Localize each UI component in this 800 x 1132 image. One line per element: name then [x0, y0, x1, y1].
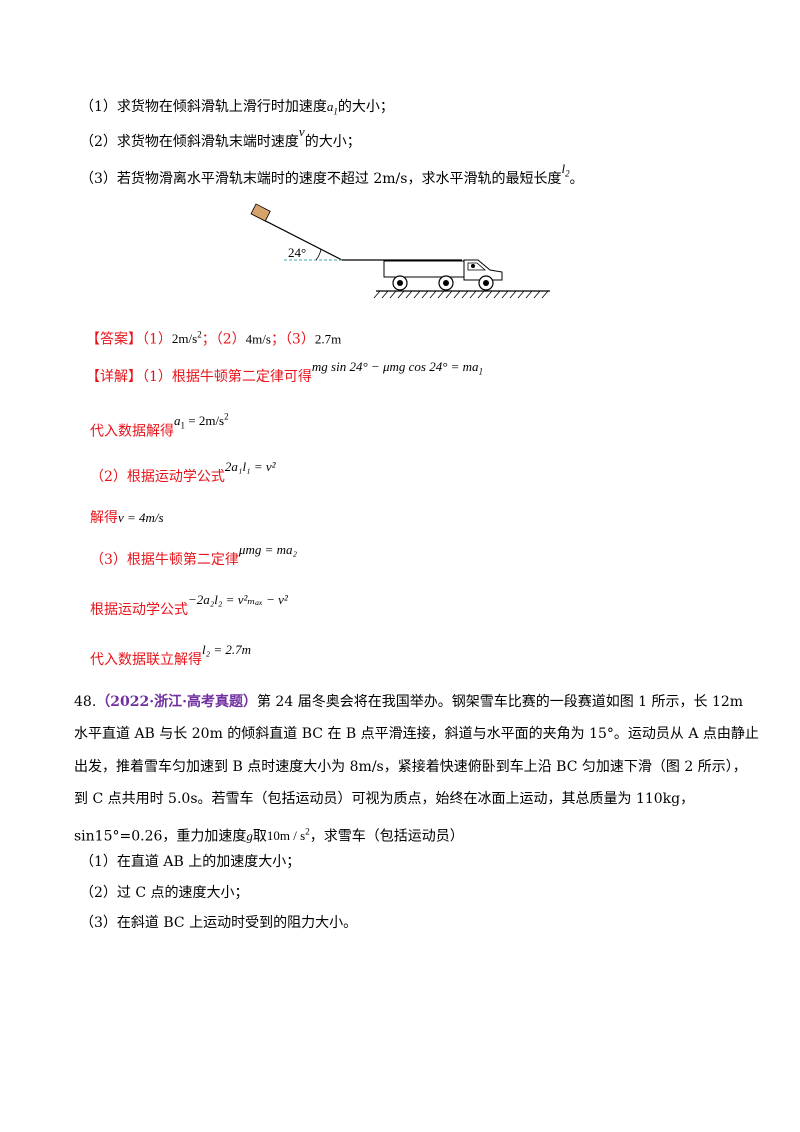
answer-line: 【答案】（1）2m/s2；（2）4m/s；（3）2.7m: [86, 325, 341, 349]
gravity-value: 10m / s2: [266, 827, 310, 844]
question-48-part-3: （3）在斜道 BC 上运动时受到的阻力大小。: [80, 915, 358, 931]
question-part-1: （1）求货物在倾斜滑轨上滑行时加速度a1的大小；: [80, 97, 394, 122]
question-48-text-5: sin15°=0.26，重力加速度: [74, 828, 247, 845]
answer-3-number: （3）: [284, 331, 315, 348]
detail-step-7-text: 代入数据联立解得: [90, 652, 202, 668]
question-48-line-2: 水平直道 AB 与长 20m 的倾斜直道 BC 在 B 点平滑连接，斜道与水平面…: [74, 726, 759, 742]
question-48-line-1: 48.（2022·浙江·高考真题）第 24 届冬奥会将在我国举办。钢架雪车比赛的…: [74, 692, 743, 712]
angle-arc: [315, 248, 322, 261]
detail-step-4: 解得v = 4m/s: [90, 508, 164, 528]
incline-rail: [251, 213, 343, 261]
equation-l2-result: l₂ = 2.7m: [202, 642, 252, 657]
detail-step-1: 【详解】（1）根据牛顿第二定律可得mg sin 24° − μmg cos 24…: [86, 359, 483, 392]
ground-hatching: [373, 290, 549, 299]
answer-2-number: （2）: [215, 331, 246, 348]
answer-separator: ；: [201, 331, 216, 348]
equation-v-result: v = 4m/s: [118, 510, 164, 525]
question-part-2-suffix: 的大小；: [304, 134, 361, 150]
truck-wheels: [392, 275, 494, 291]
answer-label: 【答案】: [86, 331, 142, 348]
answer-1-value: 2m/s2: [171, 330, 202, 347]
angle-label: 24°: [288, 245, 306, 260]
answer-separator: ；: [270, 331, 285, 348]
answer-3-value: 2.7m: [314, 331, 342, 347]
question-part-3: （3）若货物滑离水平滑轨末端时的速度不超过 2m/s，求水平滑轨的最短长度l2。: [80, 161, 584, 194]
question-48-line-4: 到 C 点共用时 5.0s。若雪车（包括运动员）可视为质点，始终在冰面上运动，其…: [74, 791, 695, 807]
equation-a1-result: a1 = 2m/s2: [174, 412, 229, 431]
detail-step-3: （2）根据运动学公式2a₁l₁ = v²: [90, 459, 276, 487]
truck-bed: [383, 260, 465, 278]
equation-kinematics-1: 2a₁l₁ = v²: [224, 459, 276, 474]
detail-step-6: 根据运动学公式−2a₂l₂ = v²ₘₐₓ − v²: [90, 592, 288, 620]
question-number: 48.: [74, 694, 97, 710]
equation-newton-1: mg sin 24° − μmg cos 24° = ma1: [311, 359, 484, 377]
detail-step-5-text: （3）根据牛顿第二定律: [90, 552, 239, 568]
question-part-2: （2）求货物在倾斜滑轨末端时速度v的大小；: [80, 124, 361, 152]
question-48-part-1: （1）在直道 AB 上的加速度大小；: [80, 854, 301, 870]
detail-step-4-text: 解得: [90, 510, 118, 526]
detail-step-5: （3）根据牛顿第二定律μmg = ma₂: [90, 542, 297, 570]
detail-step-3-text: （2）根据运动学公式: [90, 469, 225, 485]
answer-1-number: （1）: [142, 331, 172, 348]
variable-l2: l2: [561, 161, 570, 179]
driver-icon: [471, 264, 475, 268]
question-part-1-text: （1）求货物在倾斜滑轨上滑行时加速度: [80, 99, 327, 115]
detail-step-6-text: 根据运动学公式: [90, 602, 188, 618]
answer-2-value: 4m/s: [245, 331, 271, 347]
detail-label: 【详解】: [86, 369, 142, 385]
question-48-text-1: 第 24 届冬奥会将在我国举办。钢架雪车比赛的一段赛道如图 1 所示，长 12m: [256, 694, 744, 710]
detail-step-7: 代入数据联立解得l₂ = 2.7m: [90, 642, 251, 670]
question-48-line-5: sin15°=0.26，重力加速度g取10m / s2，求雪车（包括运动员）: [74, 822, 464, 846]
cargo-slide-figure: 24°: [250, 203, 550, 299]
equation-kinematics-2: −2a₂l₂ = v²ₘₐₓ − v²: [188, 592, 288, 607]
question-part-3-suffix: 。: [569, 171, 584, 187]
question-part-3-text: （3）若货物滑离水平滑轨末端时的速度不超过 2m/s，求水平滑轨的最短长度: [80, 171, 562, 187]
question-48-text-5-mid: 取: [252, 828, 267, 845]
detail-step-1-text: （1）根据牛顿第二定律可得: [142, 369, 312, 385]
detail-step-2-text: 代入数据解得: [90, 423, 174, 440]
variable-g: g: [246, 828, 253, 844]
cargo-box: [250, 203, 271, 222]
question-part-2-text: （2）求货物在倾斜滑轨末端时速度: [80, 134, 299, 150]
question-source: （2022·浙江·高考真题）: [96, 694, 257, 710]
detail-step-2: 代入数据解得a1 = 2m/s2: [90, 412, 229, 446]
variable-a1: a1: [326, 99, 338, 117]
question-48-text-5-suffix: ，求雪车（包括运动员）: [309, 828, 464, 845]
question-part-1-suffix: 的大小；: [337, 99, 394, 115]
equation-newton-2: μmg = ma₂: [238, 542, 298, 557]
question-48-part-2: （2）过 C 点的速度大小；: [80, 885, 249, 901]
variable-v: v: [298, 124, 305, 139]
question-48-line-3: 出发，推着雪车匀加速到 B 点时速度大小为 8m/s，紧接着快速俯卧到车上沿 B…: [74, 759, 747, 775]
